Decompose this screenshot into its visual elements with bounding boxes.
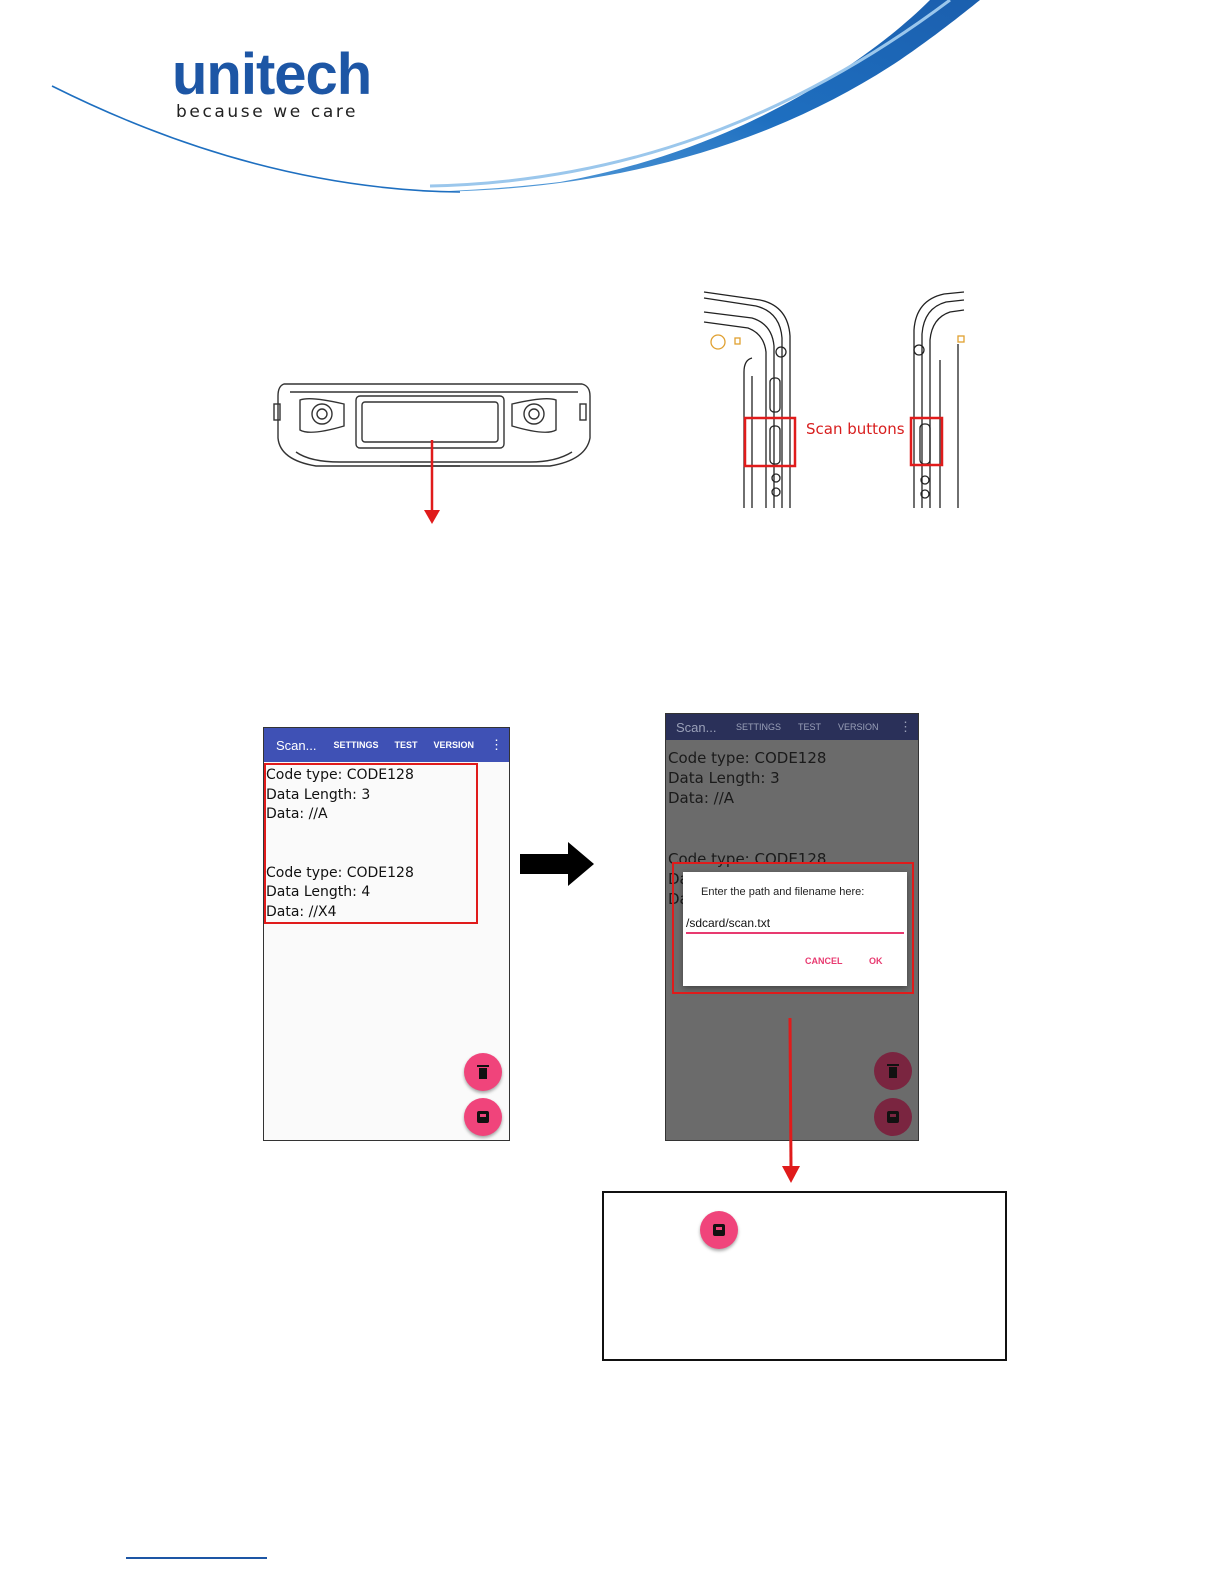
- data-value: Data: //X4: [266, 903, 337, 920]
- note-box: [602, 1191, 1007, 1361]
- logo-tagline: because we care: [176, 102, 359, 122]
- code-type: Code type: CODE128: [668, 850, 827, 868]
- dialog-title: Enter the path and filename here:: [701, 886, 865, 898]
- data-value: Data: //A: [668, 789, 735, 807]
- footer-rule: [126, 1557, 267, 1559]
- app-bar: Scan... SETTINGS TEST VERSION ⋮: [264, 728, 509, 762]
- trash-icon: [887, 1064, 899, 1078]
- save-icon: [477, 1111, 489, 1123]
- scan-record: Code type: CODE128 Data Length: 3 Data: …: [266, 766, 509, 825]
- app-bar: Scan... SETTINGS TEST VERSION ⋮: [666, 714, 918, 740]
- tab-version[interactable]: VERSION: [433, 740, 474, 750]
- cancel-button[interactable]: CANCEL: [805, 956, 843, 966]
- trash-icon: [477, 1065, 489, 1079]
- save-icon: [887, 1111, 899, 1123]
- tab-test[interactable]: TEST: [394, 740, 418, 750]
- tab-settings[interactable]: SETTINGS: [736, 722, 782, 732]
- phone-screenshot-before: Scan... SETTINGS TEST VERSION ⋮ Code typ…: [263, 727, 510, 1141]
- code-type: Code type: CODE128: [266, 864, 414, 881]
- scan-record: Code type: CODE128 Data Length: 4 Data: …: [266, 864, 509, 923]
- header-swoosh: [51, 0, 980, 193]
- path-input[interactable]: [686, 916, 904, 934]
- save-fab[interactable]: [464, 1098, 502, 1136]
- delete-fab[interactable]: [464, 1053, 502, 1091]
- overflow-menu-icon[interactable]: ⋮: [899, 719, 912, 734]
- save-fab: [700, 1211, 738, 1249]
- code-type: Code type: CODE128: [668, 749, 827, 767]
- tab-test[interactable]: TEST: [798, 722, 822, 732]
- app-title: Scan...: [276, 737, 317, 753]
- save-icon: [713, 1224, 725, 1236]
- data-value: Data: //A: [266, 806, 328, 822]
- scan-record: Code type: CODE128 Data Length: 3 Data: …: [668, 748, 918, 808]
- data-length: Data Length: 3: [668, 769, 780, 787]
- tab-settings[interactable]: SETTINGS: [333, 740, 379, 750]
- overflow-menu-icon[interactable]: ⋮: [490, 737, 503, 752]
- save-fab[interactable]: [874, 1098, 912, 1136]
- device-top-illustration: [273, 383, 591, 524]
- ok-button[interactable]: OK: [869, 956, 883, 966]
- data-length: Data Length: 4: [266, 884, 371, 900]
- delete-fab[interactable]: [874, 1052, 912, 1090]
- save-path-dialog: Enter the path and filename here: CANCEL…: [683, 872, 907, 986]
- scan-buttons-label: Scan buttons: [806, 420, 905, 438]
- data-length: Data Length: 3: [266, 786, 371, 803]
- code-type: Code type: CODE128: [266, 767, 414, 783]
- app-title: Scan...: [676, 719, 717, 735]
- tab-version[interactable]: VERSION: [838, 722, 879, 732]
- logo-wordmark: unitech: [172, 42, 372, 107]
- device-side-illustration: [703, 291, 965, 508]
